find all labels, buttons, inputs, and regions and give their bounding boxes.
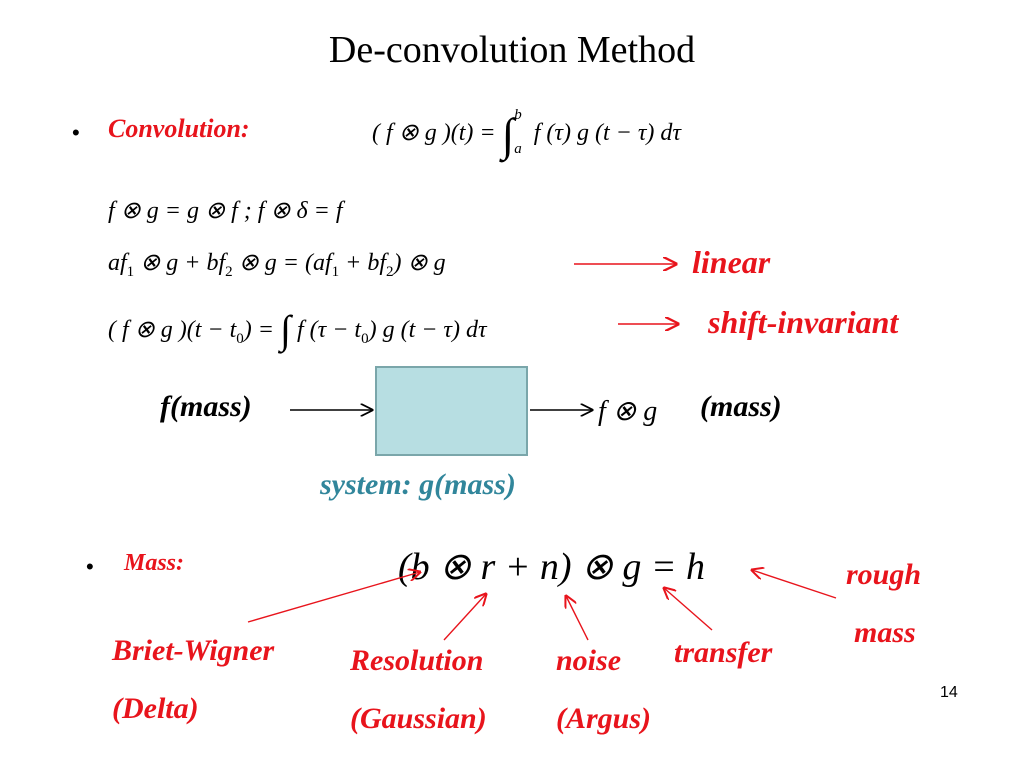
eq-term: f (τ − t — [296, 317, 362, 343]
eq-term: ( f ⊗ g )(t − t — [108, 317, 237, 343]
system-label: system: g(mass) — [320, 468, 516, 501]
resolution-arrow — [443, 594, 486, 641]
shift-invariance-equation: ( f ⊗ g )(t − t0) = ∫ f (τ − t0) g (t − … — [108, 300, 487, 352]
mass-equation: (b ⊗ r + n) ⊗ g = h — [398, 546, 706, 588]
eq-term: + bf — [339, 250, 386, 276]
lower-limit: a — [514, 141, 522, 158]
rough-label: rough — [846, 558, 922, 591]
delta-label: (Delta) — [112, 692, 199, 725]
eq-term: ⊗ g + bf — [134, 250, 226, 276]
bullet-dot-2: • — [86, 554, 94, 579]
conv-rhs: f (τ) g (t − τ) dτ — [533, 120, 681, 146]
input-label: f(mass) — [160, 390, 252, 423]
commutative-identity: f ⊗ g = g ⊗ f ; f ⊗ δ = f — [108, 198, 343, 224]
transfer-arrow — [664, 588, 713, 631]
briet-arrow — [247, 572, 420, 623]
noise-arrow — [566, 596, 589, 641]
eq-sub: 1 — [126, 263, 135, 280]
eq-term: af — [108, 250, 127, 276]
conv-lhs: ( f ⊗ g )(t) = — [372, 120, 496, 146]
linear-label: linear — [692, 244, 771, 280]
eq-term: ) ⊗ g — [393, 250, 446, 276]
eq-sub: 0 — [361, 330, 369, 347]
integral-sign: ∫ — [279, 307, 291, 352]
bullet-dot-1: • — [72, 120, 80, 145]
output-convolution: f ⊗ g — [598, 396, 658, 427]
eq-term: ) g (t − τ) dτ — [368, 317, 487, 343]
output-mass-label: (mass) — [700, 390, 782, 423]
mass-word-label: mass — [854, 616, 916, 649]
integral-sign: ∫ — [501, 109, 515, 160]
argus-label: (Argus) — [556, 702, 652, 735]
convolution-label: Convolution: — [108, 114, 250, 143]
upper-limit: b — [514, 107, 522, 124]
resolution-label: Resolution — [350, 644, 484, 677]
system-box — [375, 366, 528, 456]
eq-sub: 0 — [236, 330, 244, 347]
eq-term: ⊗ g = (af — [232, 250, 332, 276]
rough-arrow — [752, 570, 837, 599]
eq-sub: 2 — [386, 263, 394, 280]
gaussian-label: (Gaussian) — [350, 702, 487, 735]
eq-term: ) = — [243, 317, 274, 343]
slide-title: De-convolution Method — [328, 29, 696, 71]
page-number: 14 — [940, 684, 958, 701]
transfer-label: transfer — [674, 636, 773, 669]
eq-sub: 2 — [225, 263, 233, 280]
eq-sub: 1 — [331, 263, 340, 280]
mass-label: Mass: — [124, 550, 185, 576]
briet-wigner-label: Briet-Wigner — [112, 634, 275, 667]
noise-label: noise — [556, 644, 622, 677]
linearity-equation: af1 ⊗ g + bf2 ⊗ g = (af1 + bf2) ⊗ g — [108, 248, 446, 281]
shift-invariant-label: shift-invariant — [708, 304, 899, 340]
